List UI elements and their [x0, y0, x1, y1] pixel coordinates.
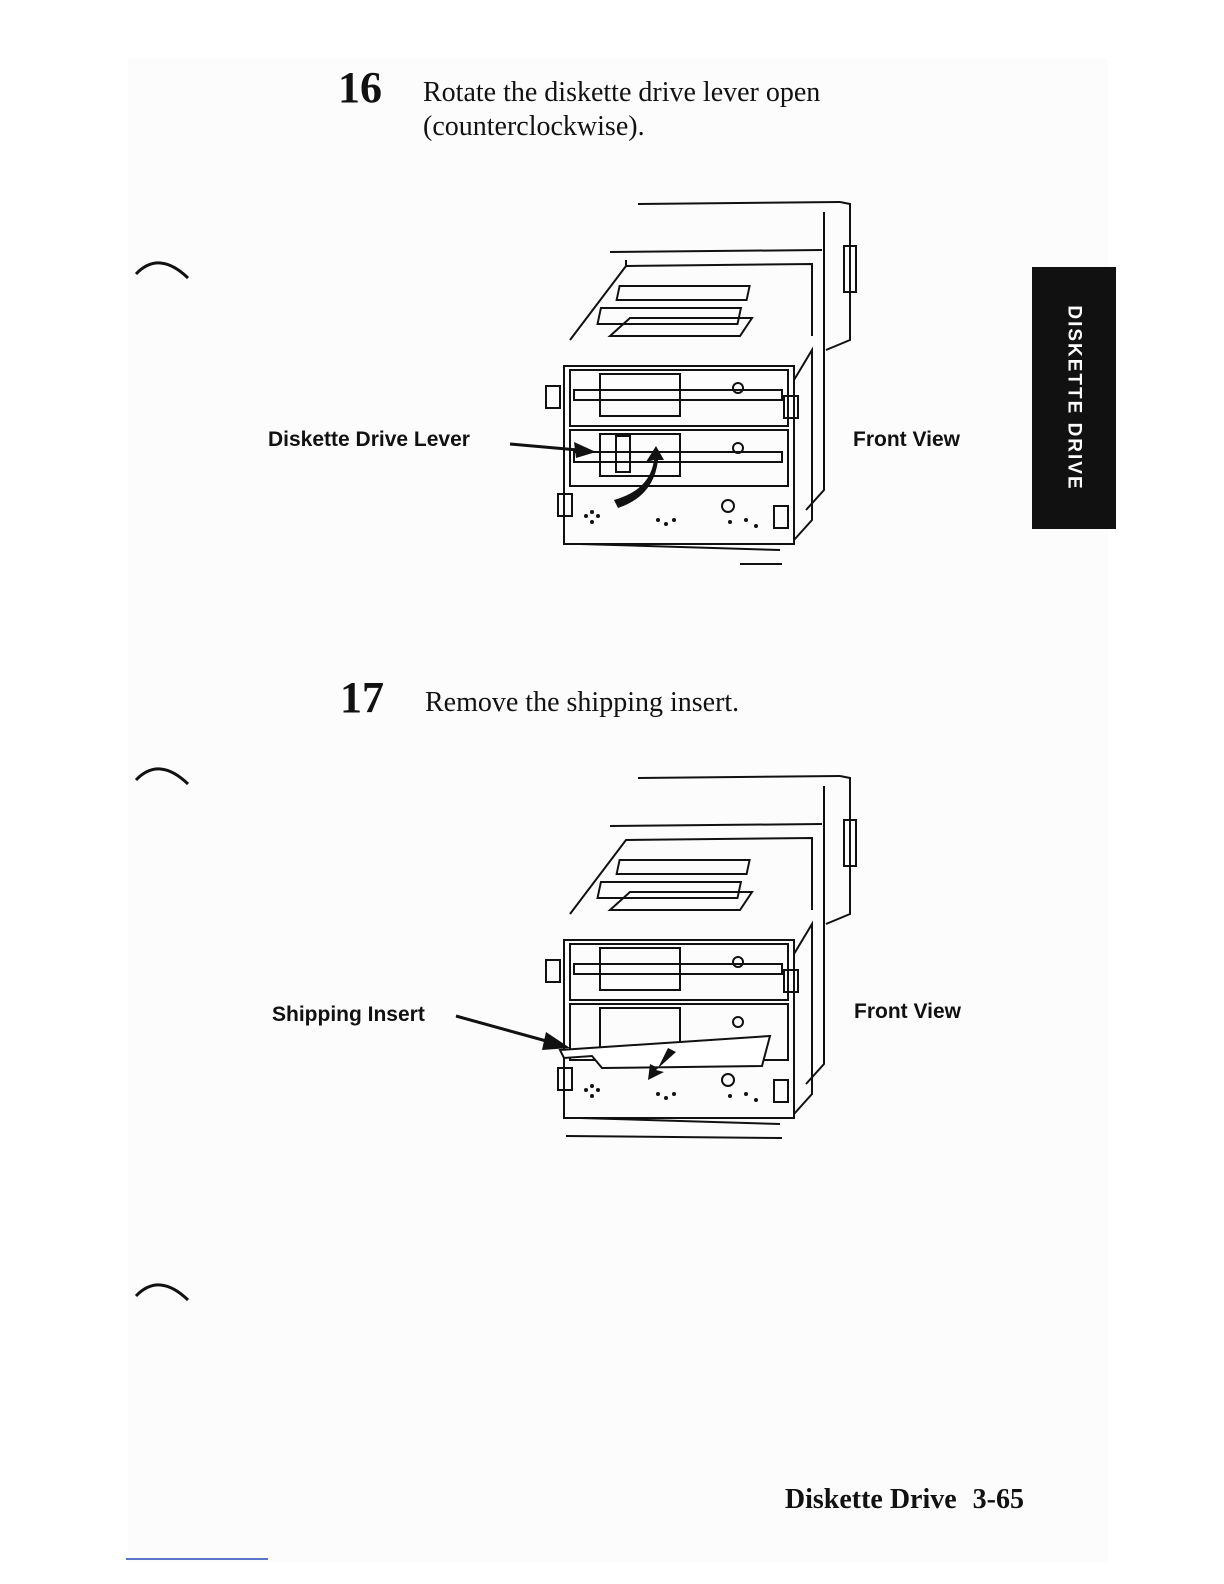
callout-arrow — [454, 1010, 574, 1054]
step-instruction: Remove the shipping insert. — [425, 686, 739, 720]
step-instruction-line: (counterclockwise). — [423, 110, 820, 144]
step-instruction: Rotate the diskette drive lever open (co… — [423, 76, 820, 144]
bottom-rule — [126, 1558, 268, 1560]
callout-label: Shipping Insert — [272, 1003, 425, 1027]
step-instruction-line: Remove the shipping insert. — [425, 686, 739, 720]
step-number: 16 — [338, 66, 382, 110]
callout-arrow — [508, 436, 598, 466]
page-number: 3-65 — [973, 1484, 1024, 1515]
step-number: 17 — [340, 676, 384, 720]
section-side-tab-label: DISKETTE DRIVE — [1063, 305, 1085, 490]
punch-hole-mark — [134, 758, 194, 788]
drive-bay-illustration — [530, 190, 870, 570]
page-footer: Diskette Drive 3-65 — [785, 1484, 1024, 1516]
section-side-tab: DISKETTE DRIVE — [1032, 267, 1116, 529]
step-instruction-line: Rotate the diskette drive lever open — [423, 76, 820, 110]
view-label: Front View — [853, 428, 960, 452]
view-label: Front View — [854, 1000, 961, 1024]
punch-hole-mark — [134, 252, 194, 282]
callout-label: Diskette Drive Lever — [268, 428, 470, 452]
drive-bay-illustration — [530, 764, 870, 1144]
punch-hole-mark — [134, 1274, 194, 1304]
footer-section-title: Diskette Drive — [785, 1484, 957, 1515]
